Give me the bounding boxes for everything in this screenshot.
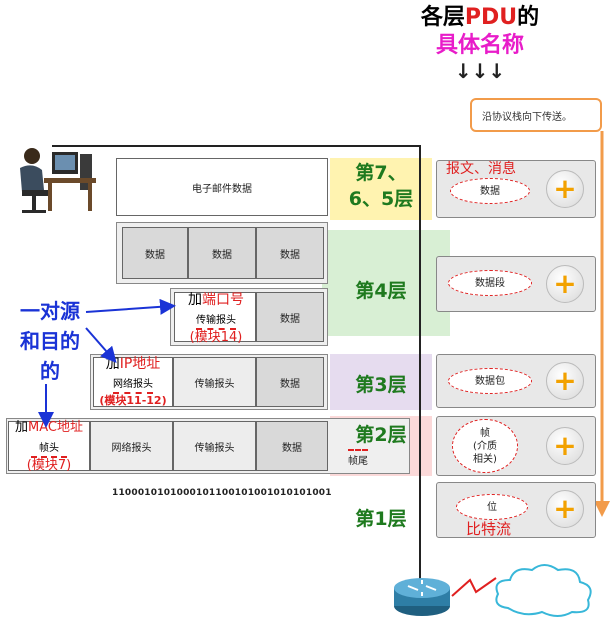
expand-layer1-button[interactable]: + [546,490,584,528]
pdu-layer3-name: 数据包 [475,375,505,387]
pdu-layer2-name: 帧 (介质 相关) [473,427,497,465]
layer765-line1: 第7、 [355,162,407,184]
pdu-layer4-ellipse: 数据段 [448,270,532,296]
port-transport-label: 传输报头 [196,314,236,330]
cloud-icon [495,564,592,617]
frame-header-cell [8,421,90,471]
title-suffix: 的 [517,5,540,30]
pdu-layer1-ellipse: 位 [456,494,528,520]
expand-layer4-button[interactable]: + [546,265,584,303]
layer1-label: 第1层 [355,508,407,530]
src-dst-pair-label: 一对源 和目的 的 [8,296,92,386]
data-cell-3: 数据 [256,227,324,279]
pdu-title-line2: 具体名称 [435,33,524,58]
ip-network-label: 网络报头 [113,378,153,394]
pdu-layer1-red: 比特流 [466,520,512,538]
network-header-cell-l2: 网络报头 [90,421,173,471]
pdu-layer3-ellipse: 数据包 [448,368,532,394]
band-layer3 [330,354,432,410]
bit-stream: 1100010101000101100101001010101001 [112,488,332,498]
transport-header-cell-l4 [174,292,256,342]
pdu-layer4-name: 数据段 [475,277,505,289]
pdu-title-line1: 各层PDU的 [400,4,560,32]
transport-header-cell-l3: 传输报头 [173,357,256,407]
plus-icon: + [553,267,577,300]
layer4-label: 第4层 [355,280,407,302]
mac-add: 加 [15,420,29,435]
pdu-layer2-ellipse: 帧 (介质 相关) [452,419,518,473]
down-stack-arrow [594,131,610,517]
callout-box: 沿协议栈向下传送。 [470,98,602,132]
port-title: 加端口号 [176,292,256,308]
band-layer4 [322,230,450,336]
expand-layer765-button[interactable]: + [546,170,584,208]
pair-line1: 一对源 [20,299,80,323]
plus-icon: + [553,364,577,397]
data-cell-2: 数据 [188,227,256,279]
plus-icon: + [553,492,577,525]
network-header-cell-l3 [93,357,173,407]
ip-module: (模块11-12) [99,394,167,407]
title-prefix: 各层 [420,5,465,30]
pdu-layer765-inner: 数据 [480,185,500,197]
port-add: 加 [188,292,202,308]
router-icon [394,578,450,616]
layer765-line2: 6、5层 [348,188,414,210]
serial-link-icon [451,577,497,597]
packet-data-cell: 数据 [256,357,324,407]
title-arrows: ↓↓↓ [454,59,506,83]
frame-trailer-label: 帧尾 [348,449,368,467]
frame-data-cell: 数据 [256,421,328,471]
title-pdu: PDU [464,5,518,30]
pc-user-icon [20,148,96,213]
callout-text: 沿协议栈向下传送。 [482,111,572,123]
port-red: 端口号 [202,292,244,308]
port-module: (模块14) [189,330,243,345]
transport-header-cell-l2: 传输报头 [173,421,256,471]
data-cell-1: 数据 [122,227,188,279]
pdu-layer765-red: 报文、消息 [446,161,516,177]
ip-red: IP地址 [119,356,161,372]
expand-layer3-button[interactable]: + [546,362,584,400]
layer765-label: 第7、 6、5层 [330,160,432,212]
email-data-box: 电子邮件数据 [116,158,328,216]
pair-line3: 的 [40,359,60,383]
plus-icon: + [553,172,577,205]
pair-line2: 和目的 [20,329,80,353]
layer3-label: 第3层 [355,374,407,396]
plus-icon: + [553,429,577,462]
mac-frame-label: 帧头 [31,442,67,458]
expand-layer2-button[interactable]: + [546,427,584,465]
layer2-label: 第2层 [355,424,407,446]
pdu-title: 各层PDU的 具体名称 ↓↓↓ [400,4,560,82]
frame-trailer-cell: 帧尾 [328,421,408,471]
band-layer765 [330,158,432,220]
mac-module: (模块7) [26,458,72,473]
segment-data-cell: 数据 [256,292,324,342]
pdu-layer1-name: 位 [487,501,497,513]
pdu-layer765-ellipse: 数据 [450,178,530,204]
port-annotation: 加端口号 传输报头 (模块14) [176,292,256,345]
